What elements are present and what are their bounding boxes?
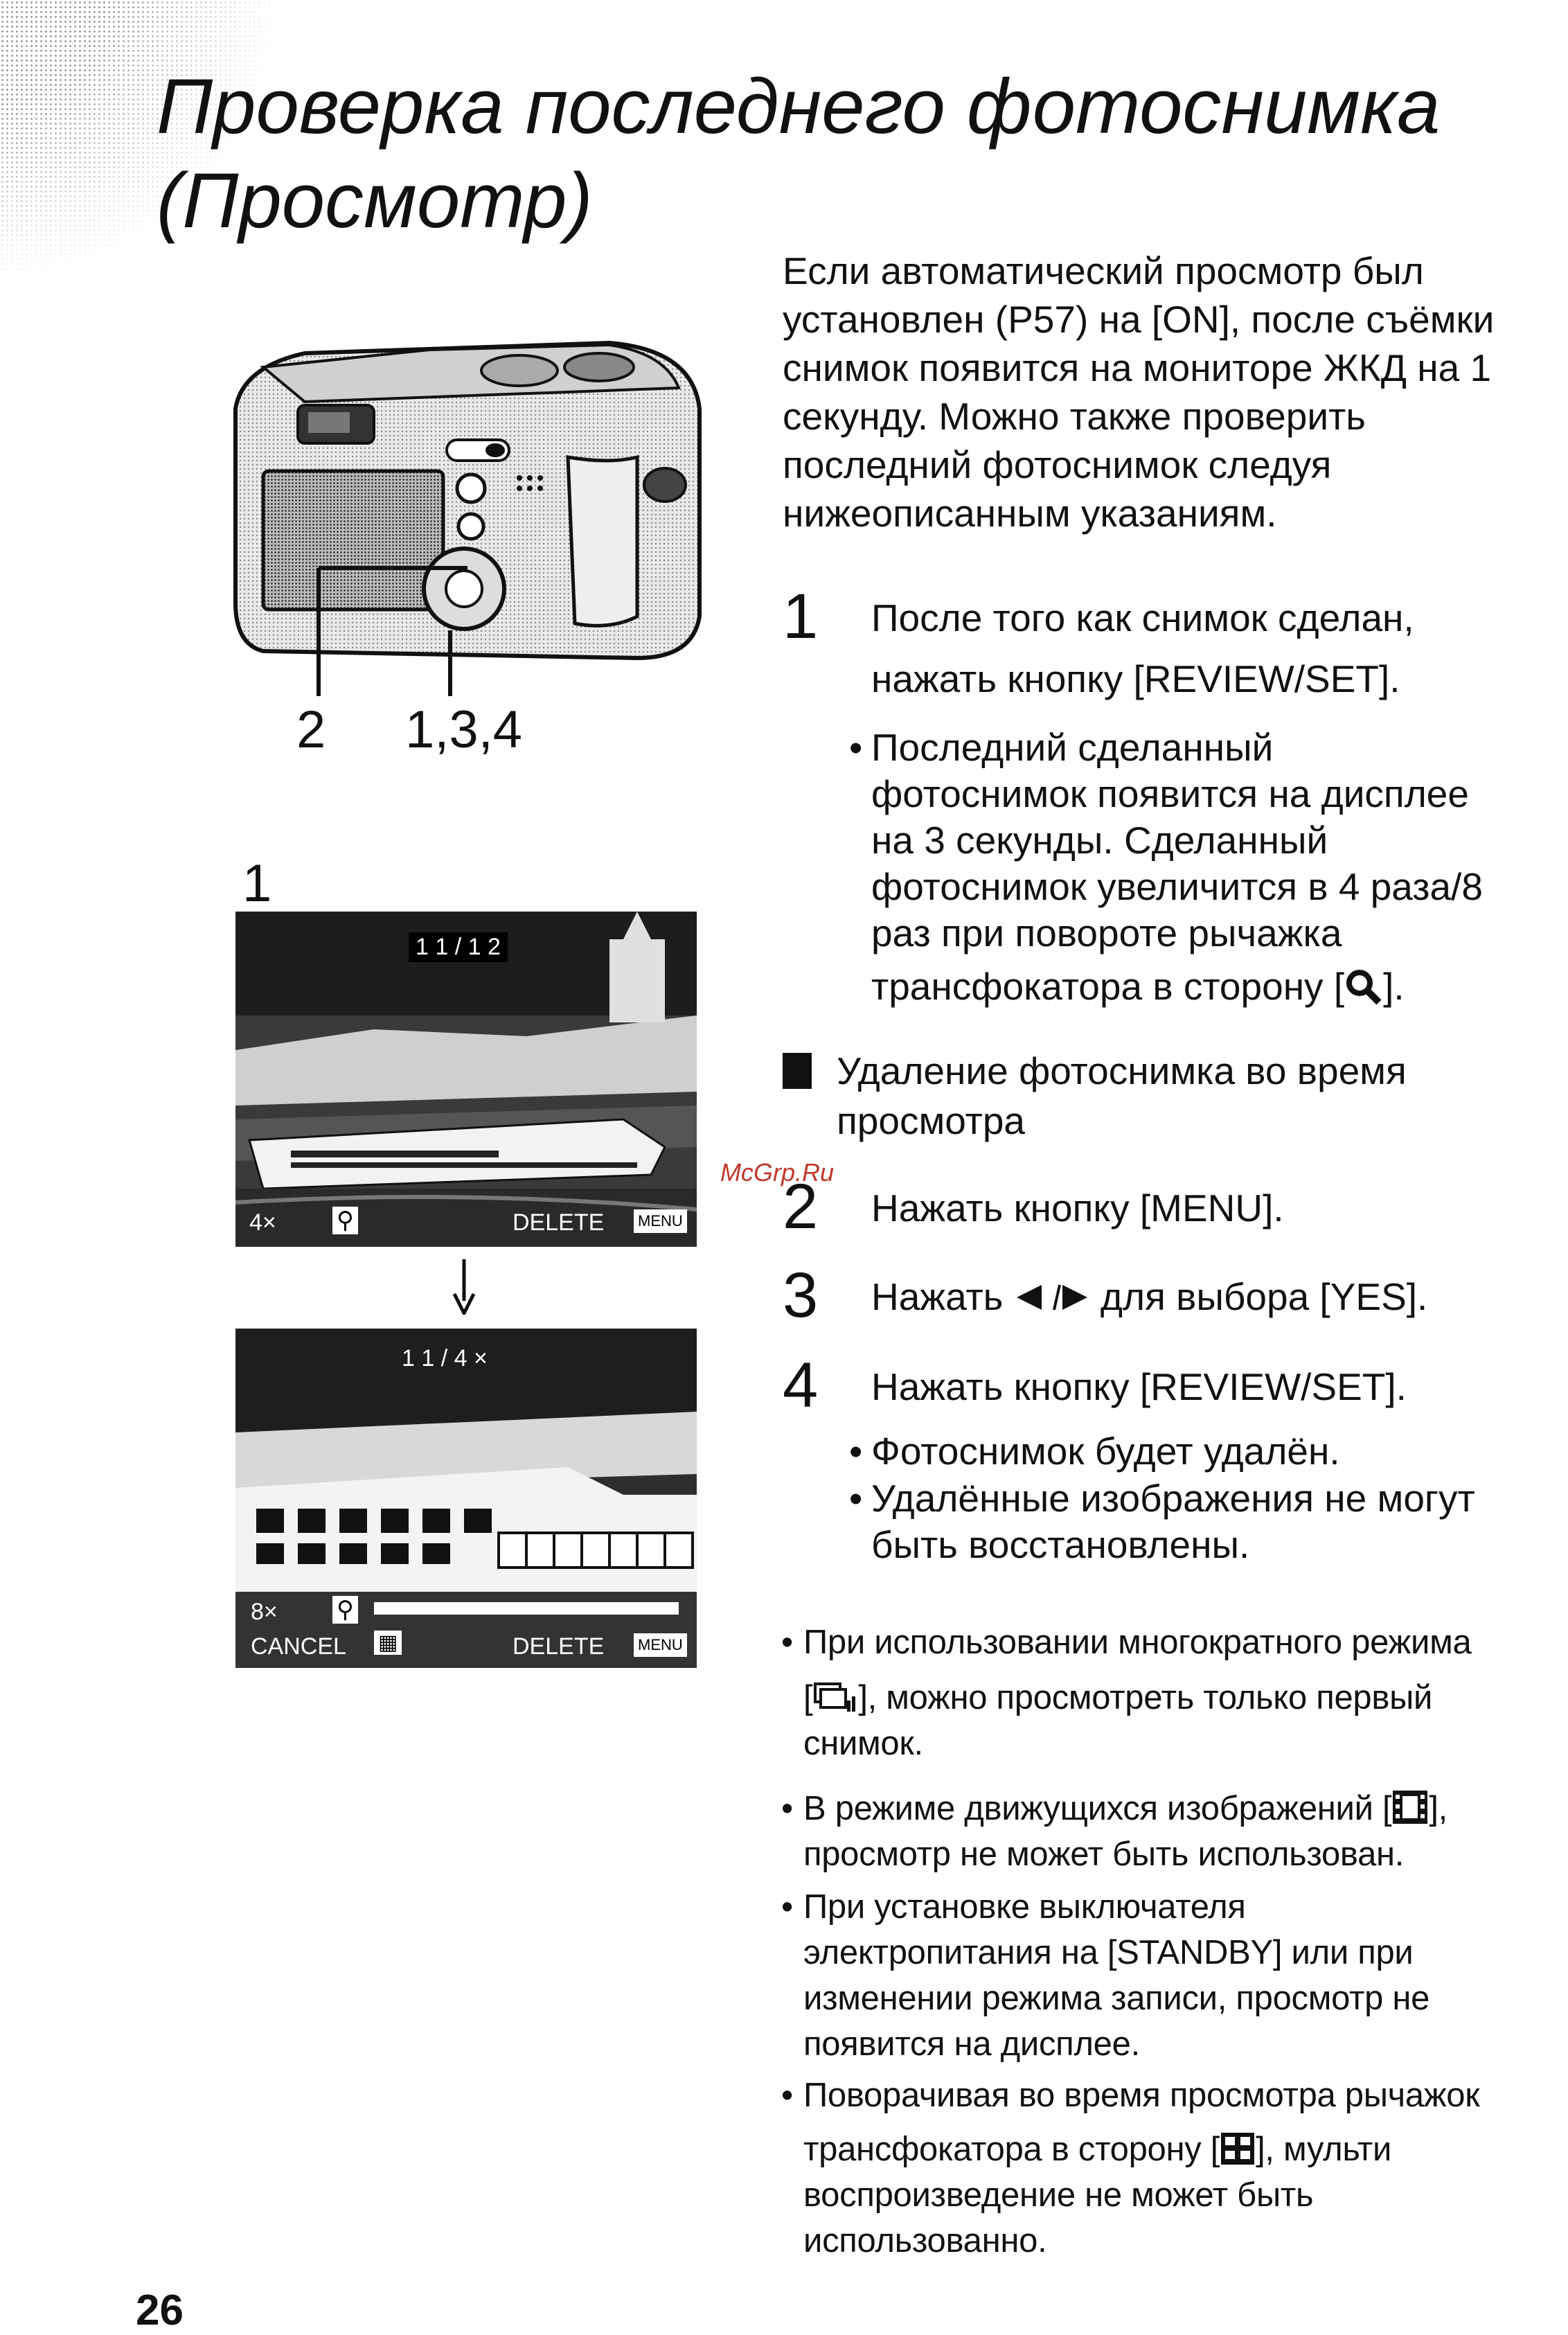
step-4-text: Нажать кнопку [REVIEW/SET]. [871, 1365, 1407, 1408]
watermark: McGrp.Ru [720, 1158, 835, 1187]
step-1-bullet-l6a: трансфокатора в сторону [ [871, 965, 1345, 1008]
bullet-dot: • [849, 1477, 863, 1520]
step-3-text-post: для выбора [YES]. [1100, 1275, 1428, 1318]
note-4-l1: Поворачивая во время просмотра рычажок [803, 2077, 1480, 2114]
screen2-cancel: CANCEL [251, 1633, 346, 1660]
note-2-l1b: ], [1429, 1790, 1447, 1827]
bullet-dot: • [849, 726, 863, 769]
screen2-menu-icon: MENU [634, 1633, 687, 1657]
step-4-bullet-2: • Удалённые изображения не могут быть во… [849, 1475, 1536, 1568]
screen2-info: 1 1 / 4 × [402, 1345, 488, 1371]
step-3-number: 3 [783, 1260, 819, 1331]
step-1-bullet-l1: Последний сделанный [871, 726, 1274, 769]
screen1-label: 1 [242, 854, 272, 913]
step-4: 4 Нажать кнопку [REVIEW/SET]. [783, 1350, 1538, 1421]
screen2-zoom: 8× [251, 1599, 278, 1625]
page-title-line1: Проверка последнего фотоснимка [157, 63, 1441, 150]
step-1-bullet: • Последний сделанный фотоснимок появитс… [849, 725, 1536, 1010]
screen2-magnifier-icon: ⚲ [332, 1596, 358, 1624]
bullet-dot: • [781, 1624, 793, 1661]
callout-2: 2 [296, 700, 326, 759]
note-1-l3: снимок. [803, 1725, 923, 1762]
callout-134: 1,3,4 [405, 700, 523, 759]
step-1-text-line2: нажать кнопку [REVIEW/SET]. [871, 657, 1400, 700]
step-3-text-pre: Нажать [871, 1275, 1004, 1318]
page-title-line2: (Просмотр) [157, 157, 593, 244]
note-2-l2: просмотр не может быть использован. [803, 1836, 1405, 1873]
note-4-l3: воспроизведение не может быть [803, 2176, 1314, 2214]
screen2-multi-icon: ▦ [374, 1631, 402, 1655]
intro-paragraph: Если автоматический просмотр был установ… [783, 249, 1495, 535]
step-1-bullet-l2: фотоснимок появится на дисплее [871, 772, 1469, 815]
step-4-bullet-1: • Фотоснимок будет удалён. [849, 1428, 1536, 1475]
step-4-bullet-2-l1: Удалённые изображения не могут [871, 1477, 1475, 1520]
note-1: • При использовании многократного режима… [781, 1619, 1538, 1766]
note-3-l1: При установке выключателя [803, 1888, 1246, 1926]
bullet-dot: • [781, 1888, 793, 1926]
note-2-l1a: В режиме движущихся изображений [ [803, 1790, 1392, 1827]
multi-playback-icon [1221, 2133, 1255, 2165]
step-2-text: Нажать кнопку [MENU]. [871, 1187, 1284, 1229]
burst-mode-icon [814, 1683, 856, 1712]
step-2-number: 2 [783, 1171, 819, 1242]
step-3: 3 Нажать для выбора [YES]. [783, 1260, 1538, 1331]
step-1-bullet-l6b: ]. [1383, 965, 1405, 1008]
bullet-dot: • [781, 1790, 793, 1827]
step-1-number: 1 [783, 581, 819, 652]
screen1-magnifier-icon: ⚲ [332, 1207, 358, 1234]
note-4-l4: использованно. [803, 2222, 1047, 2259]
page-title: Проверка последнего фотоснимка (Просмотр… [157, 60, 1472, 248]
screen1-delete: DELETE [513, 1209, 605, 1236]
lcd-screen-8x: 1 1 / 4 × 8× ⚲ CANCEL ▦ DELETE MENU [235, 1329, 697, 1668]
note-1-l2: ], можно просмотреть только первый [858, 1679, 1433, 1716]
bullet-dot: • [849, 1430, 863, 1473]
magnifier-icon [1346, 970, 1382, 1005]
screen1-info: 1 1 / 1 2 [409, 932, 508, 962]
step-1-bullet-l5: раз при повороте рычажка [871, 912, 1342, 955]
step-4-bullet-2-l2: быть восстановлены. [871, 1523, 1250, 1566]
step-2: 2 Нажать кнопку [MENU]. [783, 1171, 1538, 1242]
note-3-l3: изменении режима записи, просмотр не [803, 1980, 1430, 2017]
arrow-down-icon [452, 1259, 476, 1315]
screen1-zoom: 4× [249, 1209, 276, 1236]
delete-heading-line1: Удаление фотоснимка во время [837, 1049, 1407, 1092]
bullet-dot: • [781, 2077, 793, 2114]
screen1-photo [235, 912, 697, 1247]
step-1-bullet-l3: на 3 секунды. Сделанный [871, 819, 1328, 862]
page-number: 26 [136, 2287, 184, 2334]
camera-illustration [233, 340, 702, 696]
delete-heading-line2: просмотра [837, 1099, 1026, 1142]
screen2-photo [235, 1329, 697, 1668]
screen1-menu-icon: MENU [634, 1209, 687, 1233]
screen2-delete: DELETE [513, 1633, 605, 1660]
note-3: • При установке выключателя электропитан… [781, 1884, 1538, 2067]
note-3-l2: электропитания на [STANDBY] или при [803, 1934, 1414, 1971]
motion-picture-icon [1393, 1791, 1428, 1824]
note-4-l2a: трансфокатора в сторону [ [803, 2131, 1220, 2168]
section-square-icon [783, 1053, 812, 1089]
step-1-bullet-l4: фотоснимок увеличится в 4 раза/8 [871, 865, 1483, 908]
note-2: • В режиме движущихся изображений [], пр… [781, 1786, 1538, 1877]
step-1: 1 После того как снимок сделан, нажать к… [783, 581, 1538, 709]
note-3-l4: появится на дисплее. [803, 2025, 1140, 2063]
left-right-arrows-icon [1016, 1284, 1087, 1311]
delete-section-heading: Удаление фотоснимка во время просмотра [783, 1046, 1538, 1146]
lcd-screen-4x: 1 1 / 1 2 4× ⚲ DELETE MENU [235, 912, 697, 1247]
step-1-text-line1: После того как снимок сделан, [871, 596, 1414, 639]
note-4-l2b: ], мульти [1256, 2131, 1392, 2168]
note-1-l1: При использовании многократного режима [803, 1624, 1472, 1661]
step-4-bullet-1-text: Фотоснимок будет удалён. [871, 1430, 1340, 1473]
step-4-number: 4 [783, 1350, 819, 1421]
note-4: • Поворачивая во время просмотра рычажок… [781, 2072, 1538, 2264]
corner-halftone [0, 0, 291, 291]
